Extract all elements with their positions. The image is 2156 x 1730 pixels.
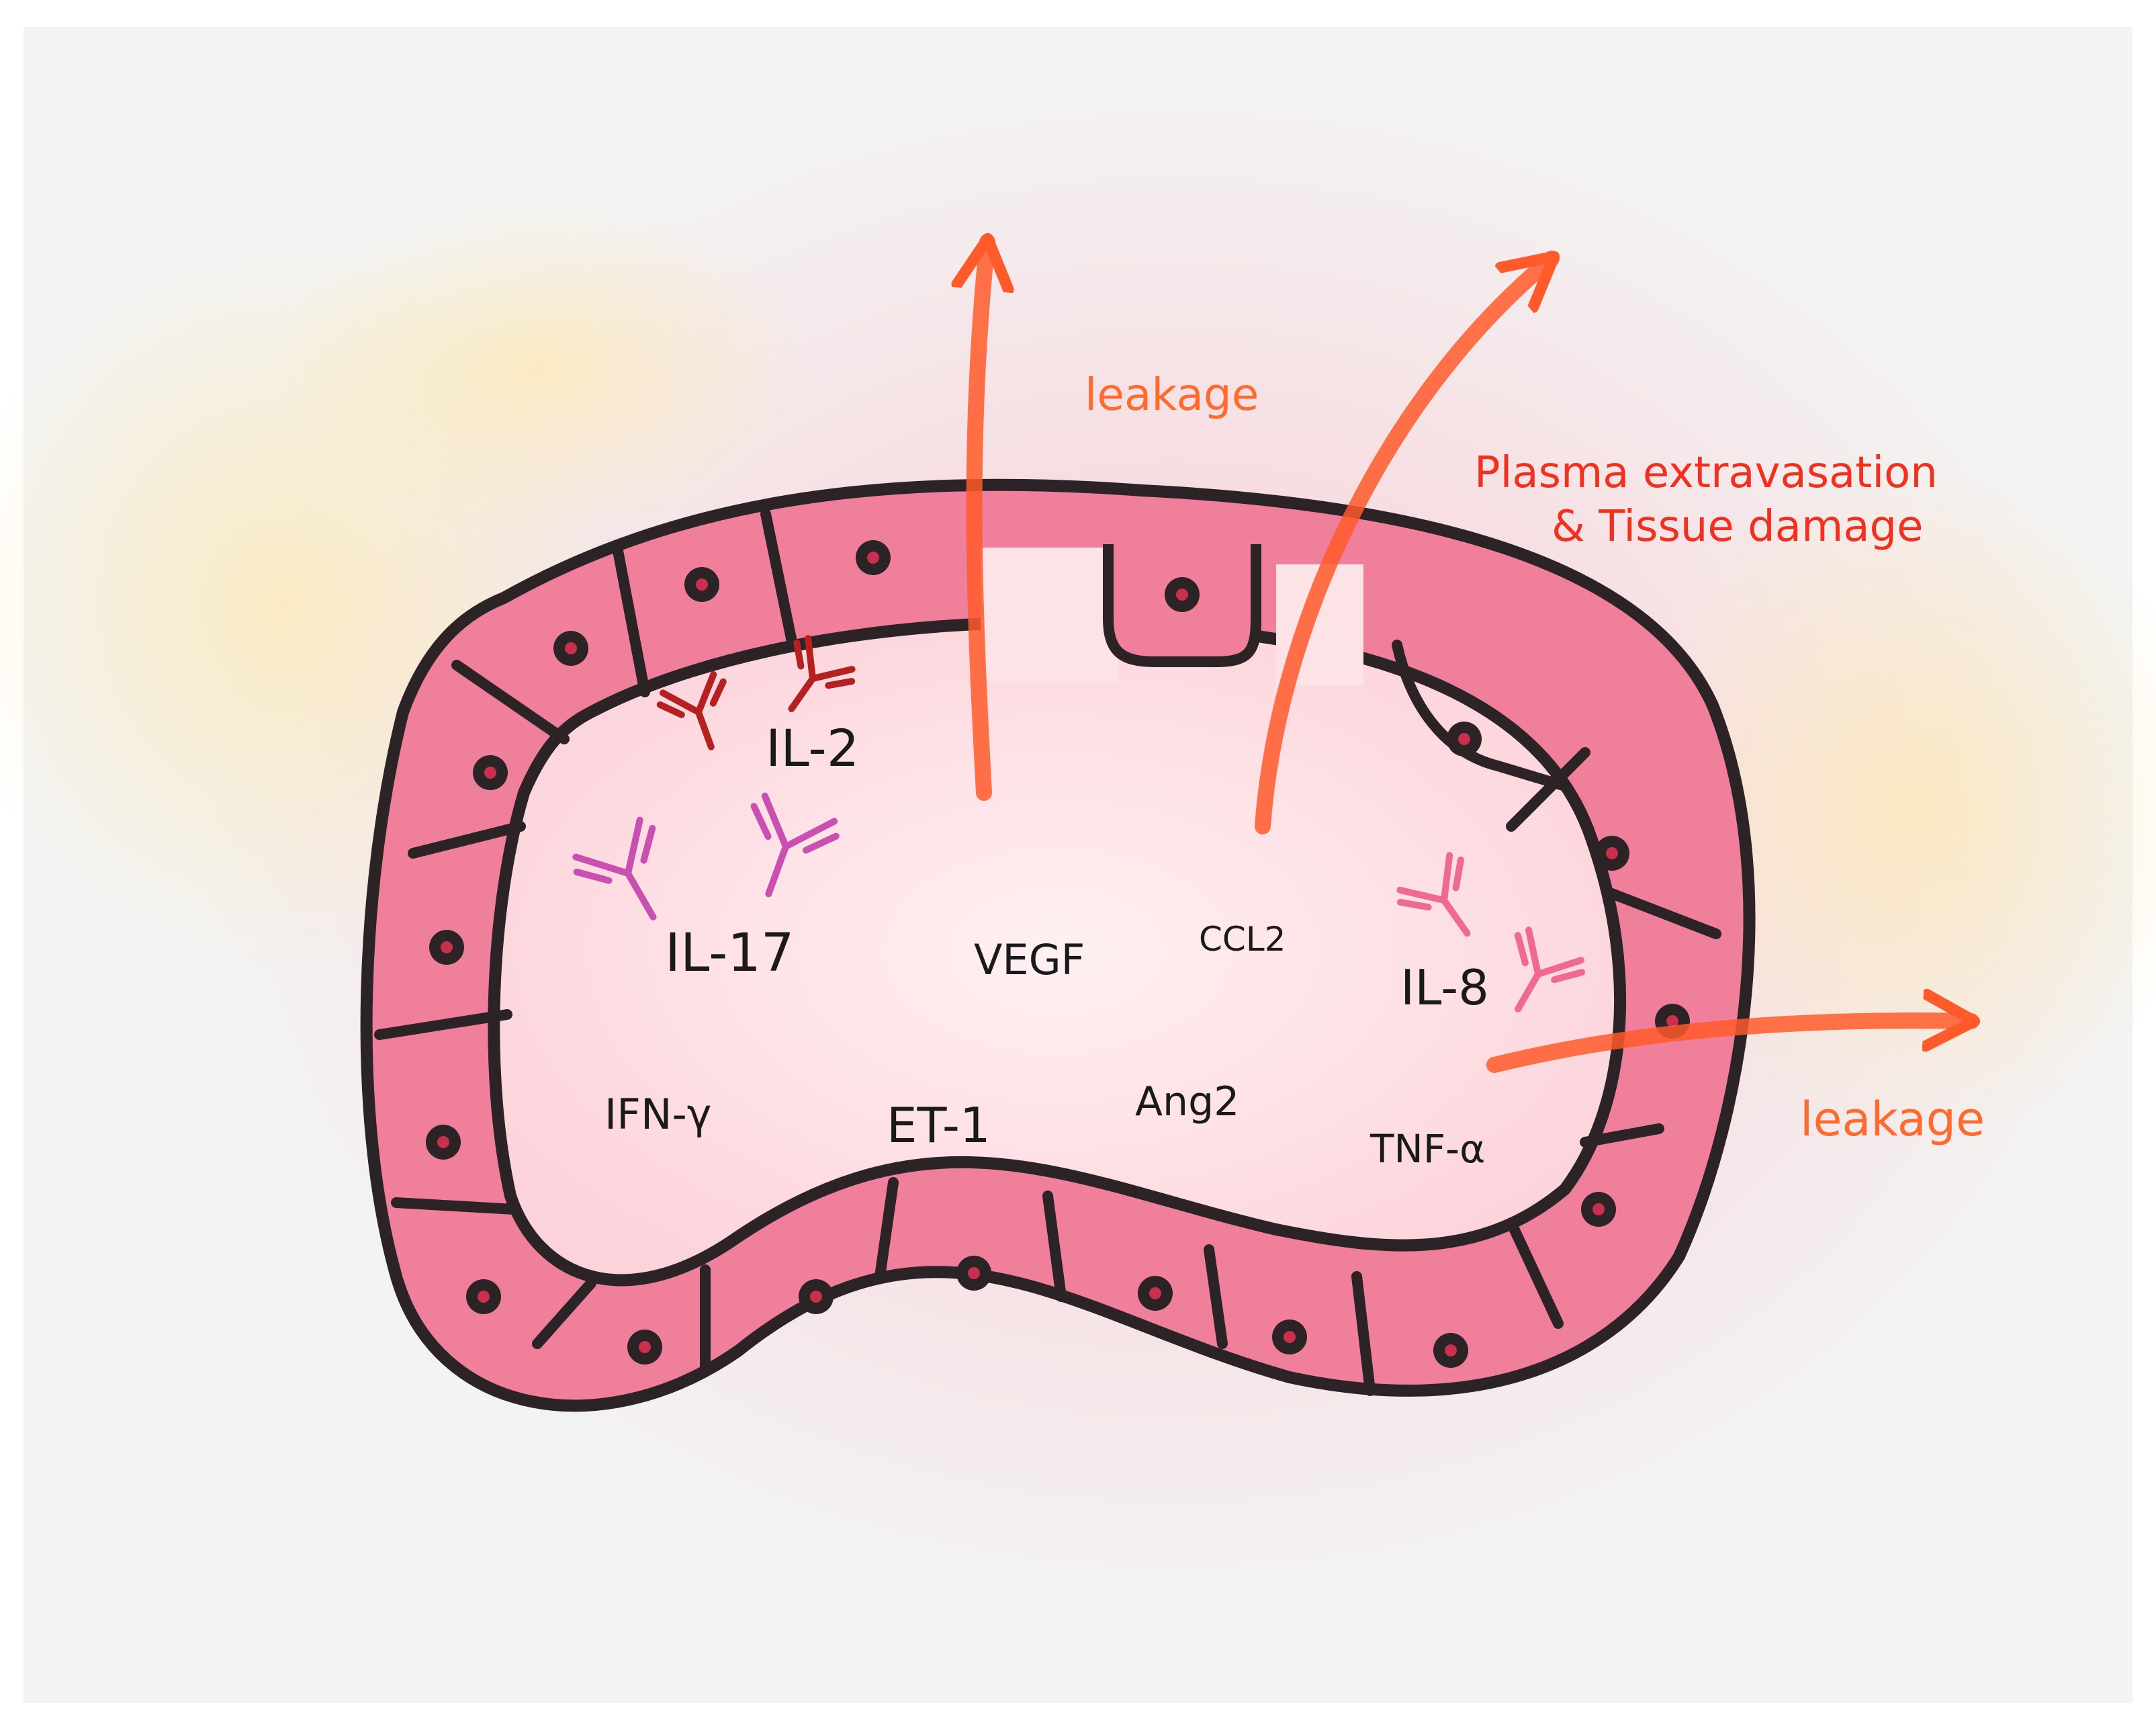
wall-gap-edge-right [1392, 640, 1570, 791]
label-ang2: Ang2 [1135, 1078, 1239, 1125]
label-ccl2: CCL2 [1199, 920, 1286, 959]
cell-borders [374, 509, 1721, 1396]
label-il17: IL-17 [665, 923, 795, 984]
label-leakage-top: leakage [1085, 369, 1259, 421]
label-vegf: VEGF [974, 935, 1085, 984]
plasma-arrow [1255, 251, 1552, 834]
antibody-purple-2 [750, 792, 840, 898]
antibody-purple-1 [572, 816, 657, 920]
label-plasma-line1: Plasma extravasation [1474, 448, 1938, 498]
background-glow-yellow-top [269, 202, 806, 537]
antibody-red-1 [656, 671, 727, 750]
label-il2: IL-2 [766, 718, 859, 778]
label-il8: IL-8 [1400, 959, 1489, 1016]
leakage-arrow-right [1486, 1021, 1971, 1073]
label-ifng: IFN-γ [604, 1090, 711, 1139]
antibody-pink-1 [1396, 852, 1471, 937]
nuclei-centers [437, 552, 1678, 1356]
label-leakage-right: leakage [1800, 1092, 1985, 1147]
label-tnfa: TNF-α [1369, 1126, 1485, 1172]
wall-gap-top [981, 548, 1118, 682]
label-plasma-line2: & Tissue damage [1552, 502, 1924, 552]
leakage-arrow-top [975, 242, 987, 801]
antibody-red-2 [788, 635, 856, 713]
antibody-pink-2 [1514, 926, 1586, 1012]
label-et1: ET-1 [887, 1097, 991, 1154]
